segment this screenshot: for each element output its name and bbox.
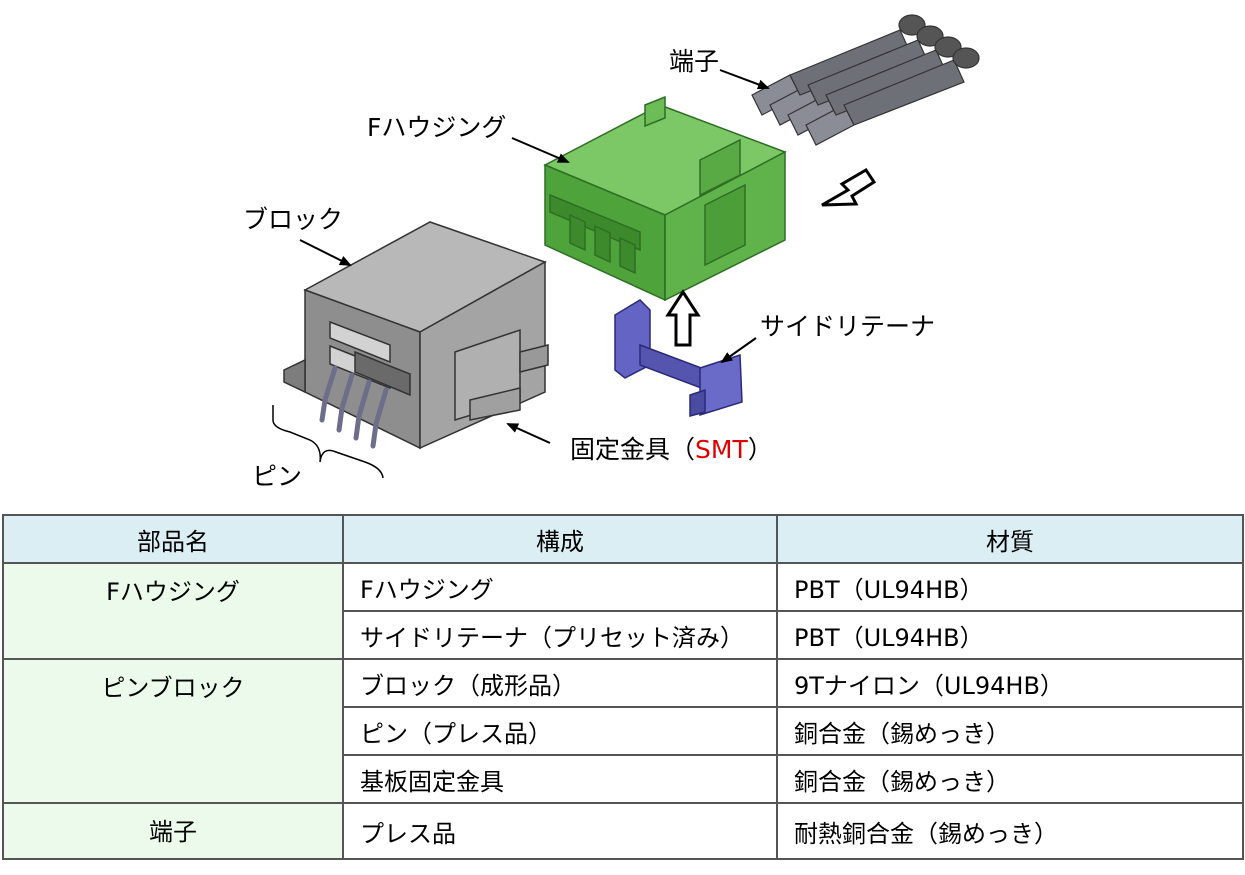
table-row: ピン（プレス品） 銅合金（錫めっき） bbox=[3, 706, 1244, 756]
f-housing-illustration bbox=[543, 95, 787, 302]
table-header-row: 部品名 構成 材質 bbox=[2, 514, 1244, 564]
material-cell: PBT（UL94HB） bbox=[776, 610, 1244, 660]
component-cell: ブロック（成形品） bbox=[342, 658, 778, 708]
leader-arrows bbox=[299, 69, 770, 444]
label-terminal: 端子 bbox=[669, 47, 719, 76]
label-block: ブロック bbox=[243, 205, 343, 234]
table-row: 基板固定金具 銅合金（錫めっき） bbox=[3, 754, 1244, 804]
part-name-cell: ピンブロック bbox=[2, 658, 344, 804]
label-fixing-bracket: 固定金具（SMT） bbox=[570, 435, 773, 464]
material-cell: 耐熱銅合金（錫めっき） bbox=[776, 802, 1244, 860]
pin-brace bbox=[272, 405, 384, 479]
material-cell: PBT（UL94HB） bbox=[776, 562, 1244, 612]
insert-arrow-up-icon bbox=[665, 289, 701, 347]
label-side-retainer: サイドリテーナ bbox=[760, 312, 935, 341]
label-f-housing: Fハウジング bbox=[367, 113, 506, 142]
label-smt: SMT bbox=[695, 435, 748, 464]
insert-arrow-diagonal-icon bbox=[821, 167, 877, 207]
header-part-name: 部品名 bbox=[2, 514, 344, 564]
material-cell: 銅合金（錫めっき） bbox=[776, 754, 1244, 804]
pins-illustration bbox=[319, 365, 389, 449]
label-pin: ピン bbox=[252, 462, 302, 491]
material-cell: 銅合金（錫めっき） bbox=[776, 706, 1244, 756]
header-material: 材質 bbox=[776, 514, 1244, 564]
terminals-illustration bbox=[751, 14, 980, 146]
component-cell: サイドリテーナ（プリセット済み） bbox=[342, 610, 778, 660]
table-row: ピンブロック ブロック（成形品） 9Tナイロン（UL94HB） bbox=[2, 658, 1244, 804]
side-retainer-illustration bbox=[614, 299, 743, 417]
part-name-cell: 端子 bbox=[2, 802, 344, 860]
table-row: サイドリテーナ（プリセット済み） PBT（UL94HB） bbox=[3, 610, 1244, 660]
component-cell: ピン（プレス品） bbox=[342, 706, 778, 756]
header-component: 構成 bbox=[342, 514, 778, 564]
component-cell: プレス品 bbox=[342, 802, 778, 860]
table-row: 端子 プレス品 耐熱銅合金（錫めっき） bbox=[2, 802, 1244, 860]
table-row: Fハウジング Fハウジング PBT（UL94HB） bbox=[2, 562, 1244, 660]
connector-exploded-diagram: 端子 Fハウジング ブロック サイドリテーナ 固定金具（SMT） ピン bbox=[243, 14, 980, 491]
component-cell: 基板固定金具 bbox=[342, 754, 778, 804]
component-cell: Fハウジング bbox=[342, 562, 778, 612]
part-name-cell: Fハウジング bbox=[2, 562, 344, 660]
parts-table: 部品名 構成 材質 Fハウジング Fハウジング PBT（UL94HB） サイドリ… bbox=[2, 514, 1244, 860]
pin-block-illustration bbox=[283, 221, 549, 450]
material-cell: 9Tナイロン（UL94HB） bbox=[776, 658, 1244, 708]
